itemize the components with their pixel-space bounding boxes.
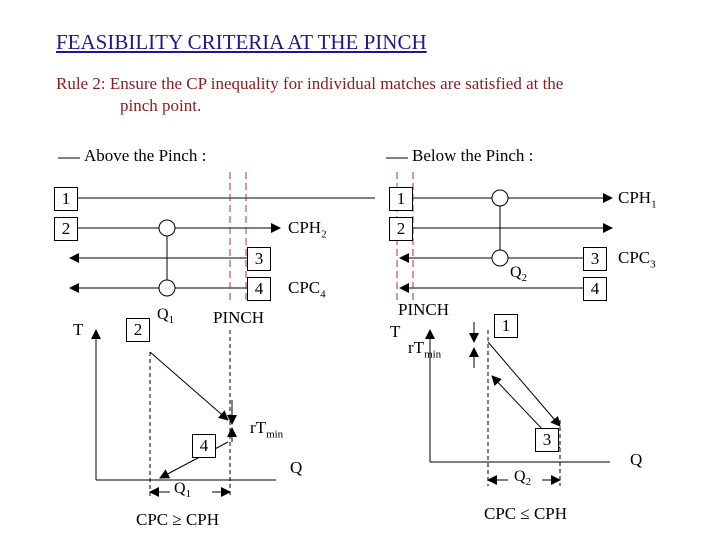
left-stream-box-1: 1 [54,187,78,211]
right-stream-box-3: 3 [583,247,607,271]
left-graph-box-4: 4 [192,434,216,458]
left-graph-box-2: 2 [126,318,150,342]
right-stream-box-2: 2 [389,217,413,241]
left-t-axis-label: T [73,320,84,339]
page-title: FEASIBILITY CRITERIA AT THE PINCH [56,30,427,54]
right-heading: Below the Pinch : [412,146,534,165]
right-graph-box-1: 1 [494,314,518,338]
right-cph-label: CPH1 [618,188,657,211]
left-stream-box-4: 4 [247,277,271,301]
right-q-axis-label: Q [630,450,643,469]
left-exchanger-bottom [158,279,176,297]
rule-text-line-1: Rule 2: Ensure the CP inequality for ind… [56,74,564,93]
right-graph-box-3: 3 [535,428,559,452]
left-q1-label: Q1 [157,306,175,327]
left-q-axis-label: Q [290,458,303,477]
right-criterion: CPC ≤ CPH [484,504,568,523]
left-cpc-label: CPC4 [288,278,326,301]
left-hot-curve [149,351,229,421]
right-tmin-label: rTmin [408,338,442,361]
right-exchanger-top [491,189,509,207]
right-pinch-label: PINCH [398,300,450,319]
right-exchanger-bottom [491,249,509,267]
left-stream-box-3: 3 [247,247,271,271]
left-cold-curve [159,441,229,479]
right-cpc-label: CPC3 [618,248,656,271]
rule-text-line-2: pinch point. [120,96,202,115]
left-pinch-label: PINCH [213,308,265,327]
right-hot-curve [487,341,561,427]
left-cph-label: CPH2 [288,218,327,241]
right-t-axis-label: T [390,322,401,341]
right-q2-width-label: Q2 [514,468,532,489]
left-stream-box-2: 2 [54,217,78,241]
left-criterion: CPC ≥ CPH [136,510,220,529]
left-heading: Above the Pinch : [84,146,207,165]
right-q2-label: Q2 [510,264,528,285]
left-exchanger-top [158,219,176,237]
right-stream-box-4: 4 [583,277,607,301]
left-q1-width-label: Q1 [174,480,192,501]
left-tmin-label: rTmin [250,418,284,441]
right-stream-box-1: 1 [389,187,413,211]
